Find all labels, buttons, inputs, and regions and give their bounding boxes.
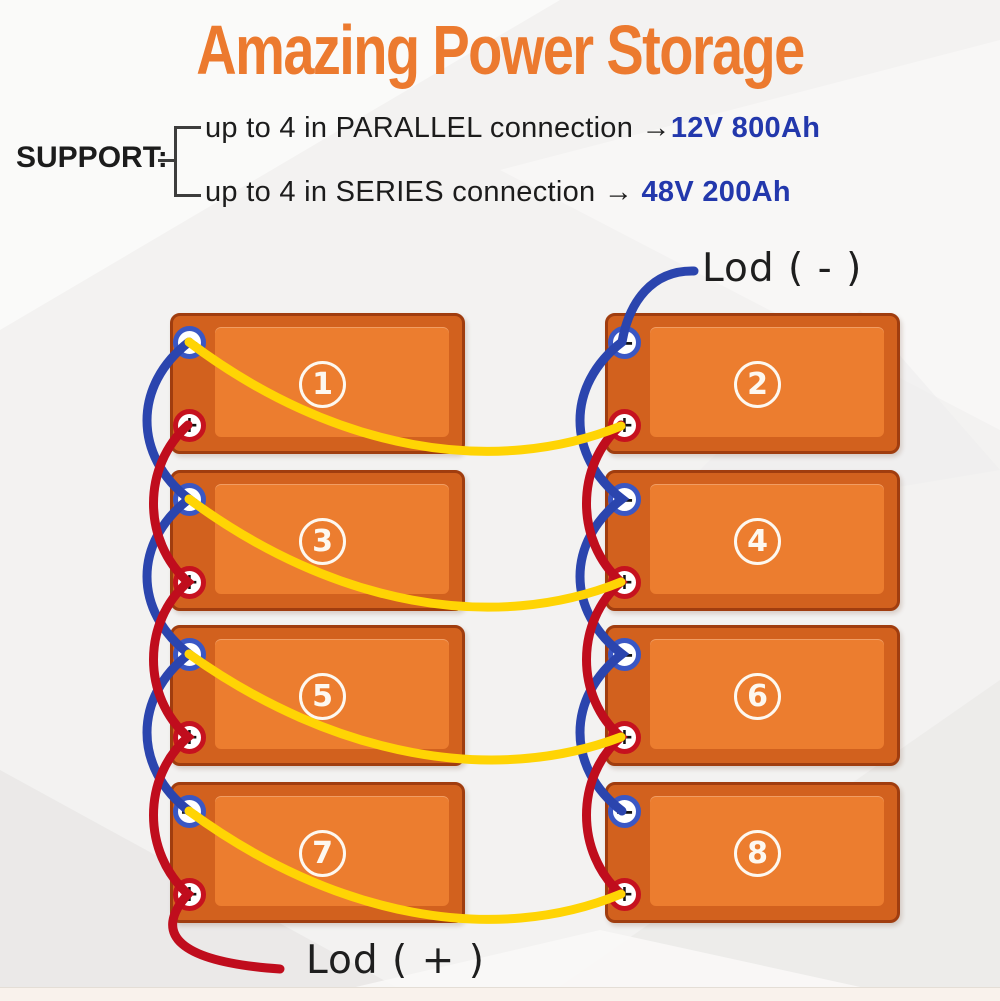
support-label: SUPPORT: [16, 141, 168, 174]
support-line-parallel-value: 12V 800Ah [670, 112, 821, 144]
support-line-series: up to 4 in SERIES connection → 48V 200Ah [205, 176, 791, 209]
bracket-line [174, 194, 201, 197]
bracket-line [174, 126, 201, 129]
battery-number-badge: 5 [299, 673, 346, 720]
support-line-series-text: up to 4 in SERIES connection → [205, 176, 642, 208]
wire-series-link-3-4 [184, 494, 626, 612]
battery-number: 5 [312, 679, 333, 714]
support-line-parallel: up to 4 in PARALLEL connection →12V 800A… [205, 112, 820, 145]
wire-series-link-1-2 [184, 337, 626, 456]
wire-series-link-5-6 [184, 649, 626, 765]
support-line-parallel-text: up to 4 in PARALLEL connection → [205, 112, 671, 144]
support-line-series-value: 48V 200Ah [641, 176, 791, 208]
page-title: Amazing Power Storage [196, 11, 805, 89]
battery-number-badge: 1 [299, 361, 346, 408]
load-negative-label: Lod ( - ) [702, 246, 863, 291]
bottom-strip [0, 987, 1000, 1001]
bracket-line [158, 159, 174, 162]
bracket-line [174, 126, 177, 197]
battery-number: 1 [312, 367, 333, 402]
load-positive-label: Lod ( + ) [306, 938, 485, 983]
battery-number: 3 [312, 524, 333, 559]
battery-number-badge: 3 [299, 518, 346, 565]
wire-negative-chain-left [142, 337, 197, 816]
wire-series-link-7-8 [184, 806, 626, 924]
battery-number: 4 [747, 524, 768, 559]
